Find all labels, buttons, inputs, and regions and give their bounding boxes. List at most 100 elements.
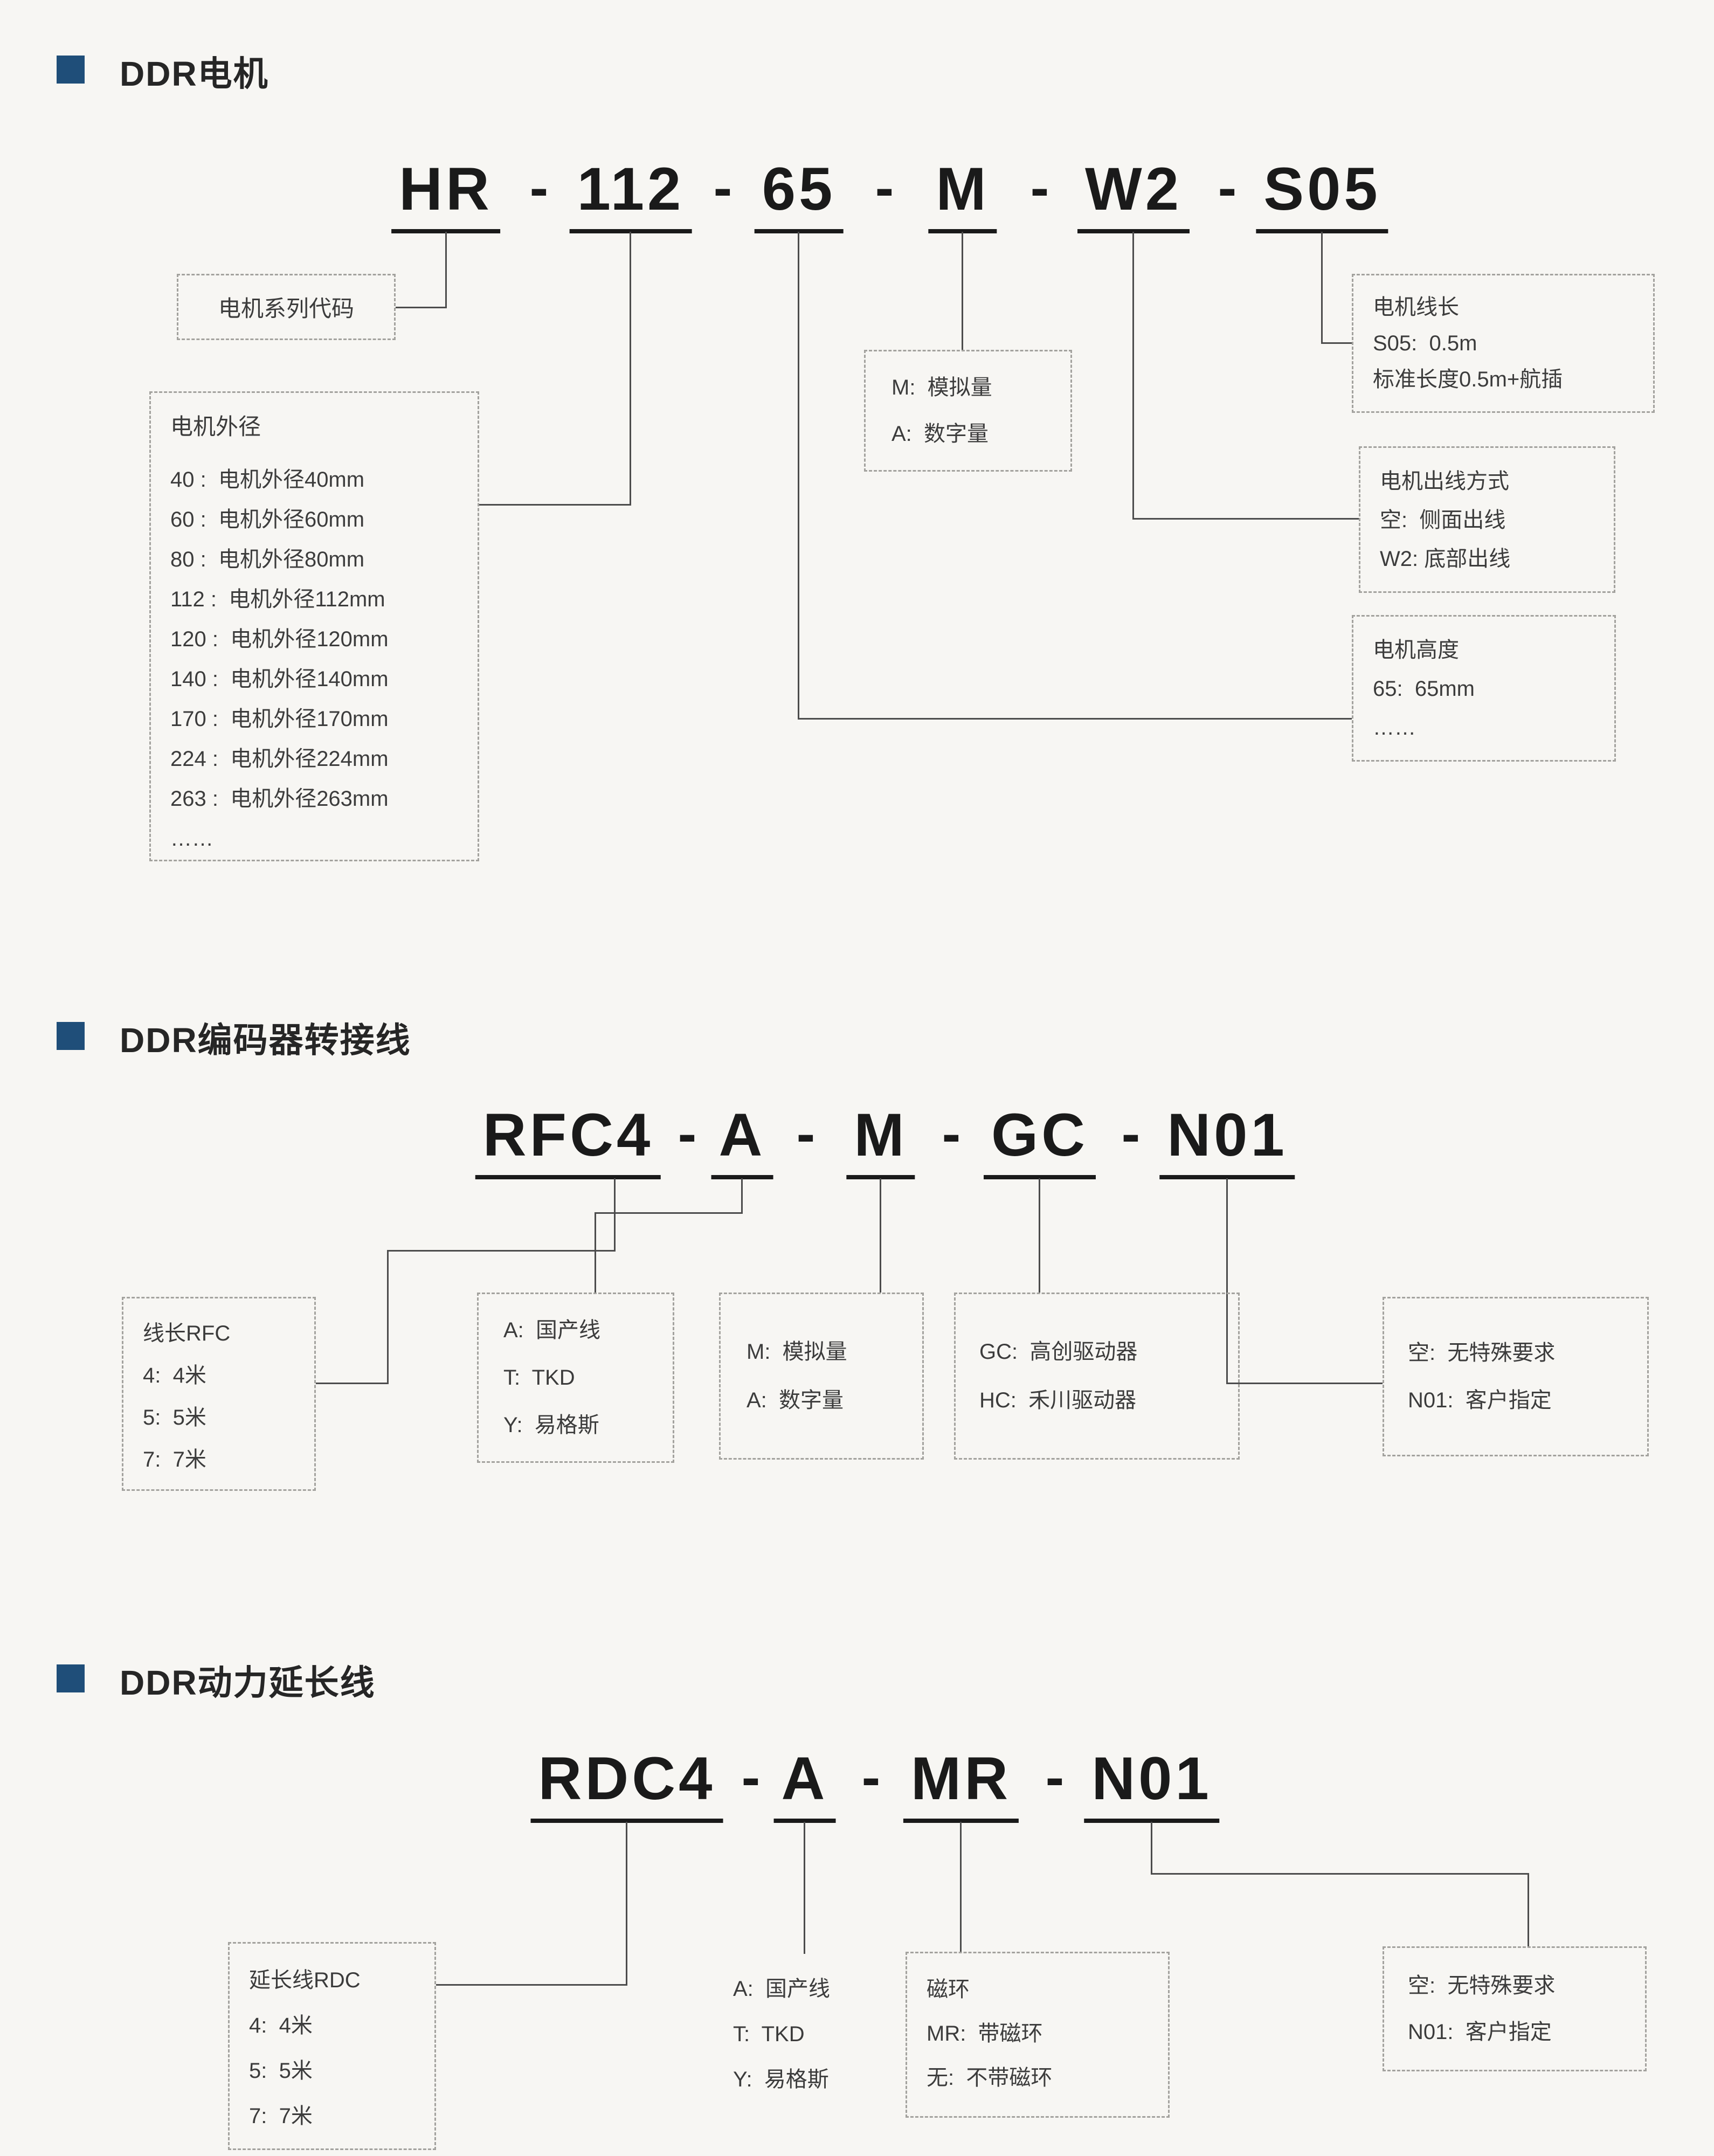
magnet-ring-item: 无: 不带磁环 <box>927 2066 1053 2090</box>
model-dash: - <box>796 1103 815 1165</box>
section-bullet <box>57 1022 85 1050</box>
signal-item: M: 模拟量 <box>747 1340 847 1364</box>
series-code-box: 电机系列代码 <box>177 274 396 340</box>
connector-line <box>1151 1822 1152 1875</box>
connector-line <box>387 1250 389 1384</box>
model-segment-a: A <box>773 1749 836 1823</box>
connector-line <box>396 307 446 308</box>
rdc-length-item: 4: 4米 <box>249 2014 313 2037</box>
model-dash: - <box>529 157 549 219</box>
diameter-item: …… <box>170 827 213 851</box>
connector-line <box>1528 1873 1529 1948</box>
diameter-item: 112 : 电机外径112mm <box>170 588 385 611</box>
diameter-item: 224 : 电机外径224mm <box>170 747 389 771</box>
diameter-item: 170 : 电机外径170mm <box>170 707 389 731</box>
magnet-ring-item: MR: 带磁环 <box>927 2022 1043 2046</box>
diameter-item: 120 : 电机外径120mm <box>170 627 389 651</box>
model-dash: - <box>861 1746 881 1809</box>
rdc-length-item: 5: 5米 <box>249 2059 313 2083</box>
diameter-item: 40 : 电机外径40mm <box>170 468 365 492</box>
driver-type-box: GC: 高创驱动器 HC: 禾川驱动器 <box>954 1293 1240 1460</box>
driver-item: GC: 高创驱动器 <box>979 1340 1138 1364</box>
signal-item: A: 数字量 <box>891 422 989 446</box>
rfc-length-item: 7: 7米 <box>143 1448 206 1471</box>
cable-brand-list: A: 国产线 T: TKD Y: 易格斯 <box>733 1966 830 2102</box>
connector-line <box>1132 232 1134 520</box>
diameter-item: 60 : 电机外径60mm <box>170 508 365 531</box>
model-dash: - <box>942 1103 961 1165</box>
connector-line <box>798 232 799 720</box>
section-bullet <box>57 1664 85 1692</box>
connector-line <box>962 232 963 350</box>
motor-diameter-box: 电机外径 40 : 电机外径40mm 60 : 电机外径60mm 80 : 电机… <box>149 391 479 861</box>
cable-length-item: S05: 0.5m <box>1373 331 1477 355</box>
cable-length-item: 电机线长 <box>1373 295 1459 319</box>
motor-diameter-title: 电机外径 <box>170 414 261 439</box>
magnet-ring-item: 磁环 <box>927 1978 970 2001</box>
connector-line <box>1321 342 1352 344</box>
model-segment-mr: MR <box>903 1749 1019 1823</box>
special-item: 空: 无特殊要求 <box>1408 1974 1556 1998</box>
special-item: N01: 客户指定 <box>1408 2020 1552 2044</box>
connector-line <box>445 232 447 308</box>
wire-outlet-box: 电机出线方式 空: 侧面出线 W2: 底部出线 <box>1359 446 1615 593</box>
signal-type-box: M: 模拟量 A: 数字量 <box>719 1293 924 1460</box>
model-segment-n01: N01 <box>1084 1749 1220 1823</box>
diameter-item: 80 : 电机外径80mm <box>170 548 365 571</box>
rfc-length-item: 4: 4米 <box>143 1364 206 1387</box>
section-bullet <box>57 56 85 84</box>
wire-outlet-item: W2: 底部出线 <box>1380 547 1511 571</box>
signal-item: M: 模拟量 <box>891 376 992 399</box>
cable-length-item: 标准长度0.5m+航插 <box>1373 368 1563 391</box>
rfc-length-item: 线长RFC <box>143 1322 231 1345</box>
model-dash: - <box>713 157 732 219</box>
connector-line <box>626 1822 627 1986</box>
special-item: 空: 无特殊要求 <box>1408 1341 1556 1365</box>
rdc-length-item: 7: 7米 <box>249 2104 313 2128</box>
model-segment-m: M <box>846 1105 915 1179</box>
model-segment-112: 112 <box>569 159 692 233</box>
section1-title: DDR电机 <box>120 54 269 93</box>
rdc-length-box: 延长线RDC 4: 4米 5: 5米 7: 7米 <box>228 1942 436 2150</box>
model-dash: - <box>1030 157 1049 219</box>
model-dash: - <box>1218 157 1237 219</box>
model-segment-gc: GC <box>984 1105 1096 1179</box>
connector-line <box>1226 1178 1228 1384</box>
special-item: N01: 客户指定 <box>1408 1388 1552 1412</box>
connector-line <box>880 1178 881 1293</box>
connector-line <box>595 1212 596 1293</box>
section3-title: DDR动力延长线 <box>120 1663 376 1702</box>
wire-outlet-item: 电机出线方式 <box>1380 469 1509 493</box>
model-segment-a: A <box>711 1105 773 1179</box>
cable-brand-item: Y: 易格斯 <box>503 1413 599 1437</box>
motor-height-item: 65: 65mm <box>1373 677 1475 701</box>
motor-height-box: 电机高度 65: 65mm …… <box>1352 615 1616 762</box>
model-dash: - <box>875 157 894 219</box>
series-code-label: 电机系列代码 <box>218 296 354 321</box>
model-segment-rdc4: RDC4 <box>530 1749 723 1823</box>
model-segment-hr: HR <box>391 159 500 233</box>
signal-type-box: M: 模拟量 A: 数字量 <box>864 350 1072 472</box>
wire-outlet-item: 空: 侧面出线 <box>1380 508 1506 532</box>
connector-line <box>741 1178 743 1214</box>
rdc-length-item: 延长线RDC <box>249 1968 361 1992</box>
cable-brand-item: T: TKD <box>733 2022 805 2046</box>
connector-line <box>1321 232 1323 344</box>
magnet-ring-box: 磁环 MR: 带磁环 无: 不带磁环 <box>906 1952 1170 2118</box>
model-segment-rfc4: RFC4 <box>475 1105 661 1179</box>
connector-line <box>595 1212 743 1214</box>
diameter-item: 140 : 电机外径140mm <box>170 667 389 691</box>
connector-line <box>436 1984 627 1986</box>
section2-title: DDR编码器转接线 <box>120 1021 411 1060</box>
connector-line <box>387 1250 616 1252</box>
connector-line <box>630 232 631 506</box>
cable-length-box: 电机线长 S05: 0.5m 标准长度0.5m+航插 <box>1352 274 1655 413</box>
special-require-box: 空: 无特殊要求 N01: 客户指定 <box>1383 1297 1649 1456</box>
model-dash: - <box>1045 1746 1065 1809</box>
motor-height-item: …… <box>1373 716 1416 740</box>
model-segment-w2: W2 <box>1077 159 1190 233</box>
signal-item: A: 数字量 <box>747 1388 844 1412</box>
connector-line <box>798 718 1352 720</box>
cable-brand-item: A: 国产线 <box>503 1318 601 1342</box>
